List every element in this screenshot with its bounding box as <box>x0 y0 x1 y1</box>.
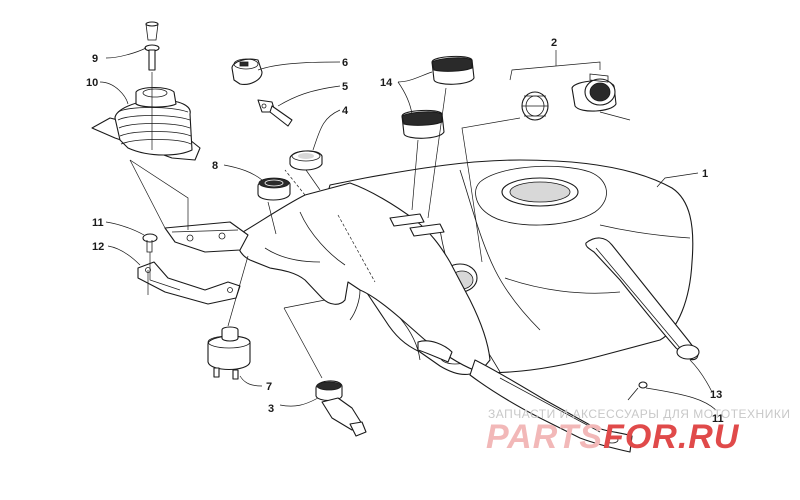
callout-11b: 11 <box>712 413 724 425</box>
callout-13: 13 <box>710 389 722 401</box>
console-panel <box>236 169 491 373</box>
screw <box>144 21 160 71</box>
callout-14: 14 <box>380 77 393 89</box>
rear-bracket <box>469 359 633 453</box>
fuel-sender <box>315 380 367 437</box>
leader-lines <box>99 47 717 411</box>
callout-8: 8 <box>212 160 218 172</box>
watermark-brand: PARTSFOR.RU <box>486 418 740 456</box>
cap-ring <box>521 91 549 121</box>
ignition-key <box>257 99 293 127</box>
callout-9: 9 <box>92 53 98 65</box>
watermark-tagline: ЗАПЧАСТИ И АКСЕССУАРЫ ДЛЯ МОТОТЕХНИКИ <box>488 407 790 421</box>
console-boot <box>91 86 201 161</box>
callout-2: 2 <box>551 37 557 49</box>
mount-bracket <box>164 221 249 253</box>
callouts: 1 2 3 4 5 6 7 8 9 10 11 11 12 13 14 <box>86 37 724 425</box>
watermark: ЗАПЧАСТИ И АКСЕССУАРЫ ДЛЯ МОТОТЕХНИКИ PA… <box>486 407 790 456</box>
ignition-switch <box>207 326 251 380</box>
rubber-cap <box>401 109 445 139</box>
screw-small <box>142 233 158 253</box>
callout-5: 5 <box>342 81 348 93</box>
watermark-brand-right: FOR.RU <box>603 418 740 456</box>
callout-11a: 11 <box>92 217 104 229</box>
callout-1: 1 <box>702 168 708 180</box>
callout-6: 6 <box>342 57 348 69</box>
callout-10: 10 <box>86 77 98 89</box>
bracket-plate <box>137 261 241 305</box>
grommet <box>289 150 323 171</box>
key-cap <box>231 58 263 85</box>
callout-4: 4 <box>342 105 349 117</box>
callout-3: 3 <box>268 403 274 415</box>
callout-7: 7 <box>266 381 272 393</box>
tank-strap <box>585 237 700 361</box>
lock-nut <box>257 177 291 201</box>
screw-small <box>627 381 648 401</box>
callout-12: 12 <box>92 241 104 253</box>
rubber-cap <box>431 55 475 85</box>
fuel-cap <box>571 73 617 112</box>
watermark-brand-left: PARTS <box>486 418 603 456</box>
